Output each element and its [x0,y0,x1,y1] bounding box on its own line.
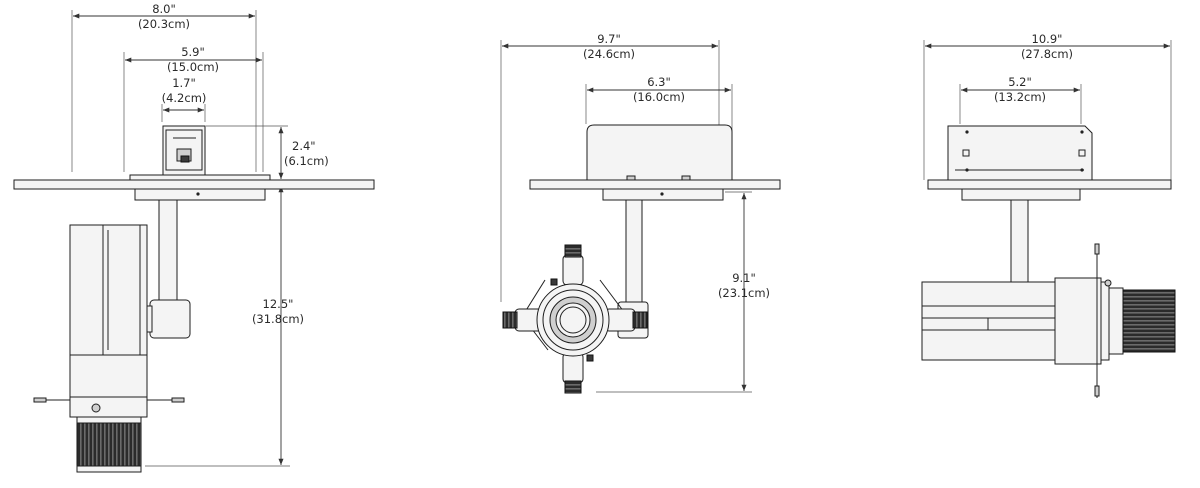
top-ceiling-plate [927,179,1172,190]
side-overall-width-in: 9.7" [597,32,621,46]
top-junction-box [947,125,1093,181]
top-overall-width-in: 10.9" [1032,32,1063,46]
front-lens-knurl [76,419,142,467]
top-overall-width-cm: (27.8cm) [1021,47,1073,61]
side-ceiling-plate [529,179,781,190]
top-view: 10.9" (27.8cm) 5.2" (13.2cm) [921,32,1176,398]
front-stem [158,199,178,303]
side-hang-height-in: 9.1" [732,271,756,285]
front-hang-height-cm: (31.8cm) [252,312,304,326]
front-box-depth-in: 1.7" [172,76,196,90]
front-view: 8.0" (20.3cm) 5.9" (15.0cm) 1.7" (4.2cm)… [13,2,375,473]
front-box-depth-cm: (4.2cm) [162,91,207,105]
side-hang-height-cm: (23.1cm) [718,286,770,300]
side-fixture-face [502,244,648,394]
front-hang-height-in: 12.5" [263,297,294,311]
side-box-width-in: 6.3" [647,75,671,89]
front-overall-width-in: 8.0" [152,2,176,16]
top-box-width-in: 5.2" [1008,75,1032,89]
front-knuckle [149,299,191,339]
front-overall-width-cm: (20.3cm) [138,17,190,31]
side-box-width-cm: (16.0cm) [633,90,685,104]
side-stem [625,199,643,306]
top-box-width-cm: (13.2cm) [994,90,1046,104]
top-lens-knurl [1122,289,1176,353]
front-box-height-cm: (6.1cm) [284,154,329,168]
front-ceiling-plate [13,179,375,190]
front-box-height-in: 2.4" [292,139,316,153]
front-box-width-in: 5.9" [181,45,205,59]
side-junction-box [586,124,733,181]
side-overall-width-cm: (24.6cm) [583,47,635,61]
front-box-width-cm: (15.0cm) [167,60,219,74]
side-view: 9.7" (24.6cm) 6.3" (16.0cm) 9.1" (23.1cm… [500,32,781,394]
top-stem [1010,199,1029,283]
